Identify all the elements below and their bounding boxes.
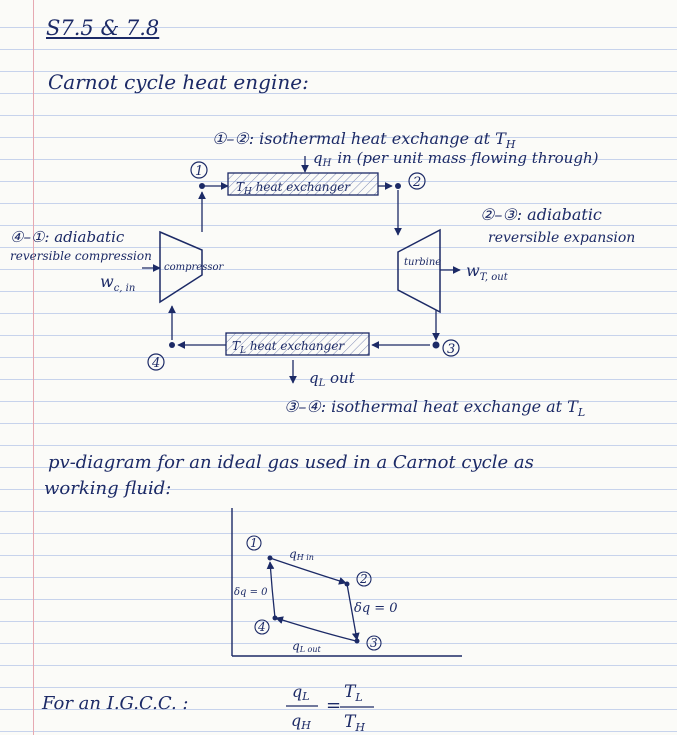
q-out-label: qL out: [309, 369, 356, 389]
node-label-3: 3: [447, 342, 455, 357]
formula-lhs-num: qL: [292, 682, 310, 703]
node-label-4: 4: [151, 356, 160, 371]
step-23-label: ②–③: adiabatic: [480, 205, 602, 224]
margin-line: [33, 0, 34, 735]
hx-cold-box: [225, 332, 370, 356]
step-41-label-b: reversible compression: [10, 249, 152, 263]
pv-node-4: 4: [257, 620, 266, 634]
pv-node-2: 2: [359, 572, 368, 586]
pv-ql-label: qL out: [292, 639, 322, 654]
step-23-label-b: reversible expansion: [488, 230, 635, 246]
pv-caption-b: working fluid:: [44, 478, 172, 499]
hx-cold-label: TL heat exchanger: [232, 339, 345, 356]
pv-path-23: [346, 583, 360, 641]
formula-lead: For an I.G.C.C. :: [42, 693, 189, 714]
compressor-label: compressor: [164, 262, 224, 273]
node-label-1: 1: [195, 164, 203, 179]
formula-rhs-num: TL: [344, 682, 363, 704]
section-header: S7.5 & 7.8: [46, 16, 160, 40]
pv-dq-left: δq = 0: [234, 587, 268, 598]
turbine-label: turbine: [404, 257, 441, 268]
compressor-shape: [159, 230, 203, 304]
formula-equals: =: [326, 695, 341, 716]
pv-dq-right: δq = 0: [354, 601, 398, 616]
pv-path-41: [266, 561, 276, 619]
formula-rhs-den: TH: [344, 712, 365, 734]
pv-caption: pv-diagram for an ideal gas used in a Ca…: [48, 452, 534, 473]
step-34-label: ③–④: isothermal heat exchange at TL: [284, 397, 585, 419]
work-in-label: wc, in: [100, 272, 135, 294]
pv-path-34: [275, 616, 357, 642]
work-out-label: wT, out: [466, 261, 509, 283]
node-dot-4: [169, 342, 175, 348]
pv-qh-label: qH in: [289, 547, 314, 562]
formula-lhs-den: qH: [291, 711, 311, 732]
pv-node-1: 1: [250, 536, 258, 550]
hx-hot-label: TH heat exchanger: [236, 180, 351, 197]
node-label-2: 2: [412, 175, 421, 190]
page-heading: Carnot cycle heat engine:: [48, 70, 309, 94]
node-dot-3: [432, 341, 440, 349]
turbine-shape: [397, 228, 441, 314]
node-dot-1: [199, 183, 205, 189]
pv-path-12: [269, 557, 347, 585]
pv-node-3: 3: [370, 636, 378, 650]
step-41-label: ④–①: adiabatic: [10, 228, 125, 246]
step-12-label: ①–②: isothermal heat exchange at TH: [212, 129, 516, 151]
node-dot-2: [395, 183, 401, 189]
